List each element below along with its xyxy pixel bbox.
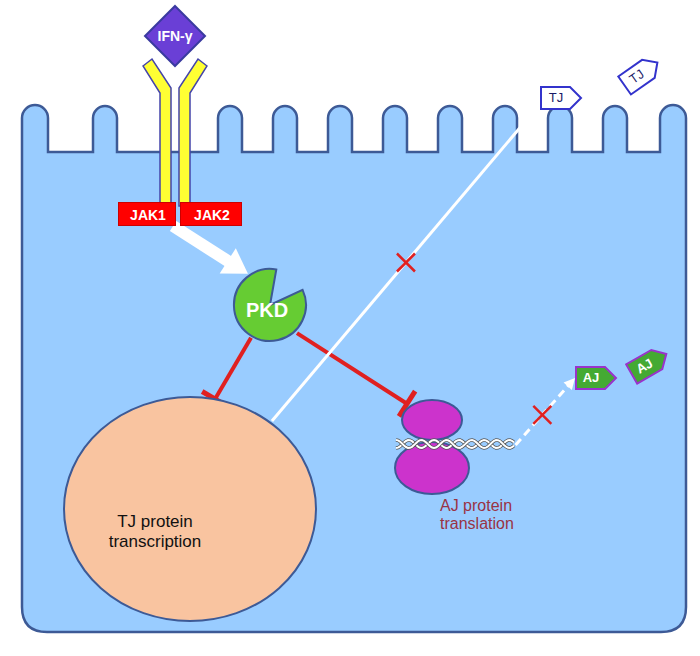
node-label: IFN-γ (144, 5, 206, 67)
mrna-strand (396, 440, 514, 448)
block-mark (533, 406, 551, 424)
cell-outline (22, 105, 686, 632)
block-mark (397, 253, 415, 271)
shape-fill (395, 442, 469, 494)
tj-protein: TJ (540, 86, 582, 110)
tj-protein: TJ (617, 52, 665, 96)
ribosome-subunit (402, 400, 462, 440)
block-mark (533, 406, 551, 424)
connector-group (297, 333, 415, 416)
block-mark (397, 253, 415, 271)
connector-group (516, 378, 575, 445)
activation-arrow (272, 112, 533, 421)
aj-protein: AJ (575, 366, 617, 390)
nucleus: TJ protein transcription (62, 395, 318, 623)
kinase-box: JAK1 (118, 202, 176, 226)
node-label: TJ protein transcription (90, 507, 220, 557)
activation-arrow (516, 385, 569, 445)
node-label: JAK2 (181, 203, 243, 227)
connector-group (272, 104, 540, 421)
mrna-strand (396, 440, 514, 448)
arrowhead (564, 378, 575, 390)
ribosome: AJ protein translation (390, 395, 545, 540)
shape-fill (576, 367, 616, 389)
receptor-chain (179, 59, 207, 206)
mrna-strand (396, 440, 514, 448)
kinase-pkd: PKD (232, 267, 308, 343)
receptor-chain (143, 59, 171, 206)
connector-group (202, 338, 251, 407)
shape-fill (541, 87, 581, 109)
activation-arrow (173, 226, 230, 262)
connector-group (173, 226, 248, 274)
node-label: PKD (240, 297, 294, 323)
node-label: AJ (575, 366, 607, 390)
node-label: TJ (540, 86, 572, 110)
shape-fill (145, 6, 205, 66)
inhibition-line (215, 338, 251, 399)
arrowhead (528, 104, 540, 117)
node-label: JAK1 (119, 203, 177, 227)
node-label: AJ protein translation (440, 493, 545, 537)
shape-fill (234, 269, 306, 341)
mrna-strand (396, 440, 514, 448)
shape-outline (62, 395, 318, 623)
shape-fill (64, 397, 316, 621)
kinase-box: JAK2 (180, 202, 242, 226)
arrowhead (220, 248, 248, 274)
ligand-diamond: IFN-γ (144, 5, 206, 67)
inhibition-line (297, 333, 407, 404)
